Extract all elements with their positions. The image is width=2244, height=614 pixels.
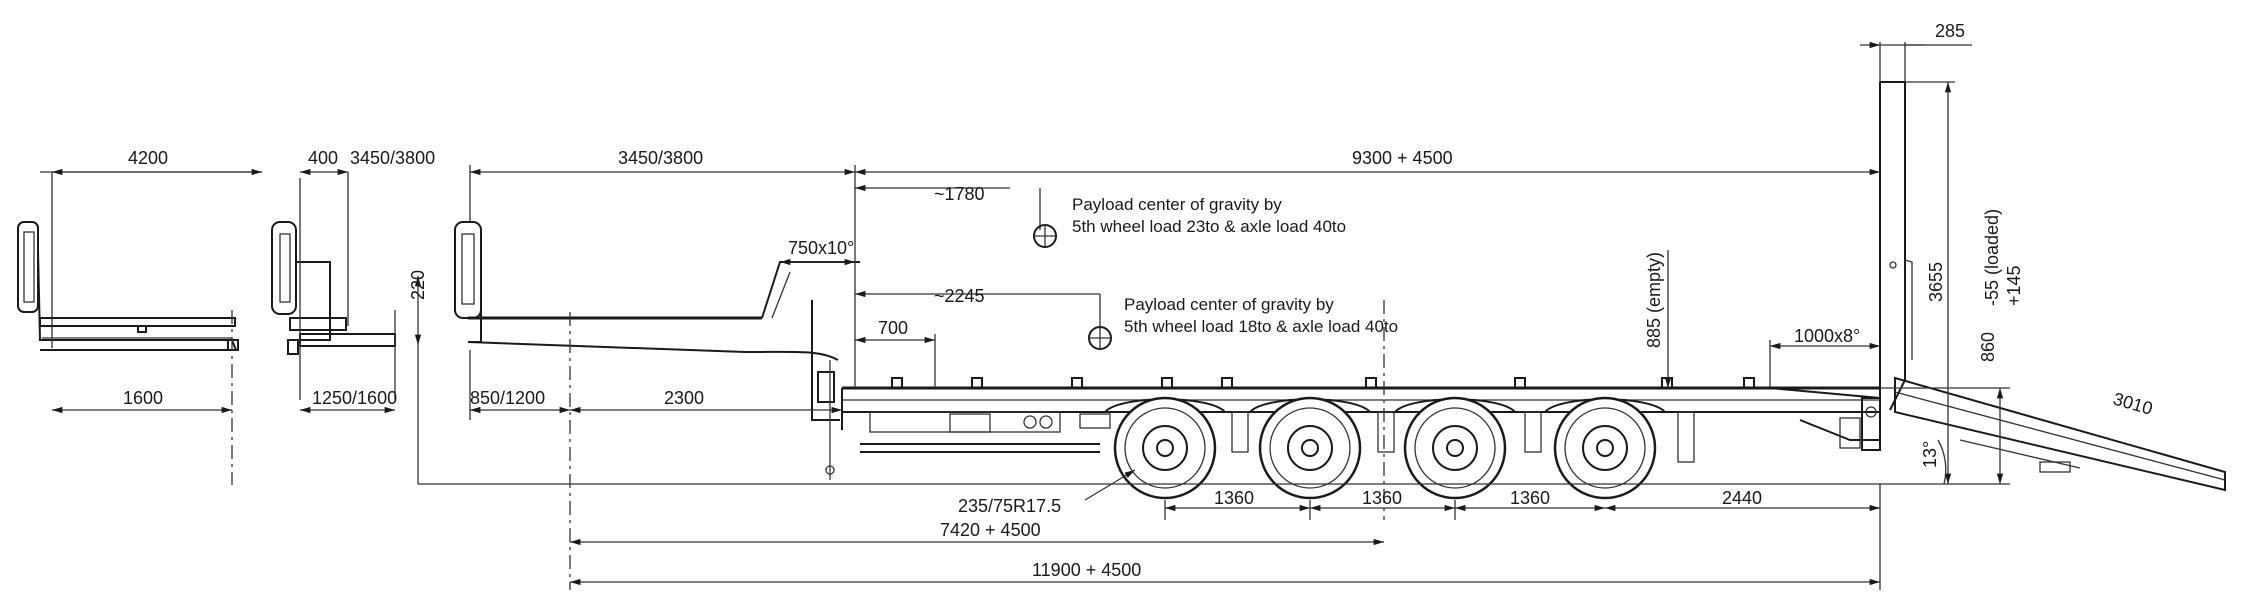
front-view-left — [17, 171, 262, 485]
dim-3450-3800-a: 3450/3800 — [350, 148, 435, 168]
dim-1360-c: 1360 — [1510, 488, 1550, 508]
dim-850-1200: 850/1200 — [470, 388, 545, 408]
dim-2300: 2300 — [664, 388, 704, 408]
dim-1250-1600: 1250/1600 — [312, 388, 397, 408]
dim-400: 400 — [308, 148, 338, 168]
dim-4200: 4200 — [128, 148, 168, 168]
dim-2440: 2440 — [1722, 488, 1762, 508]
cog-note-2-line-2: 5th wheel load 18to & axle load 40to — [1124, 317, 1398, 336]
dim-3655: 3655 — [1926, 262, 1946, 302]
dim-11900-4500: 11900 + 4500 — [1032, 560, 1141, 580]
wheel — [1403, 396, 1507, 500]
dim-860: 860 — [1978, 332, 1998, 362]
cog-note-1-line-1: Payload center of gravity by — [1072, 195, 1282, 214]
dim-9300-4500: 9300 + 4500 — [1352, 148, 1453, 168]
dim-loaded-plus: +145 — [2004, 265, 2024, 306]
dim-750x10: 750x10° — [788, 238, 854, 258]
dim-3010: 3010 — [2111, 389, 2155, 419]
dim-loaded-minus: -55 (loaded) — [1982, 209, 2002, 306]
dim-1000x8: 1000x8° — [1794, 326, 1860, 346]
dim-700: 700 — [878, 318, 908, 338]
dim-2245: ~2245 — [934, 286, 985, 306]
dim-1360-b: 1360 — [1362, 488, 1402, 508]
dimension-lines — [52, 41, 2010, 590]
tyre-size: 235/75R17.5 — [958, 496, 1061, 516]
dim-220: 220 — [408, 270, 428, 300]
dim-13-deg: 13° — [1920, 441, 1940, 468]
cog-note-1-line-2: 5th wheel load 23to & axle load 40to — [1072, 217, 1346, 236]
dim-3450-3800-b: 3450/3800 — [618, 148, 703, 168]
dim-1600: 1600 — [123, 388, 163, 408]
dim-1360-a: 1360 — [1214, 488, 1254, 508]
wheel — [1113, 396, 1217, 500]
dim-285: 285 — [1935, 21, 1965, 41]
front-view-middle — [271, 168, 396, 414]
dim-7420-4500: 7420 + 4500 — [940, 520, 1041, 540]
wheel — [1553, 396, 1657, 500]
side-view — [418, 81, 2226, 590]
wheel — [1258, 396, 1362, 500]
cog-note-2-line-1: Payload center of gravity by — [1124, 295, 1334, 314]
dim-1780: ~1780 — [934, 184, 985, 204]
dim-885-empty: 885 (empty) — [1644, 252, 1664, 348]
